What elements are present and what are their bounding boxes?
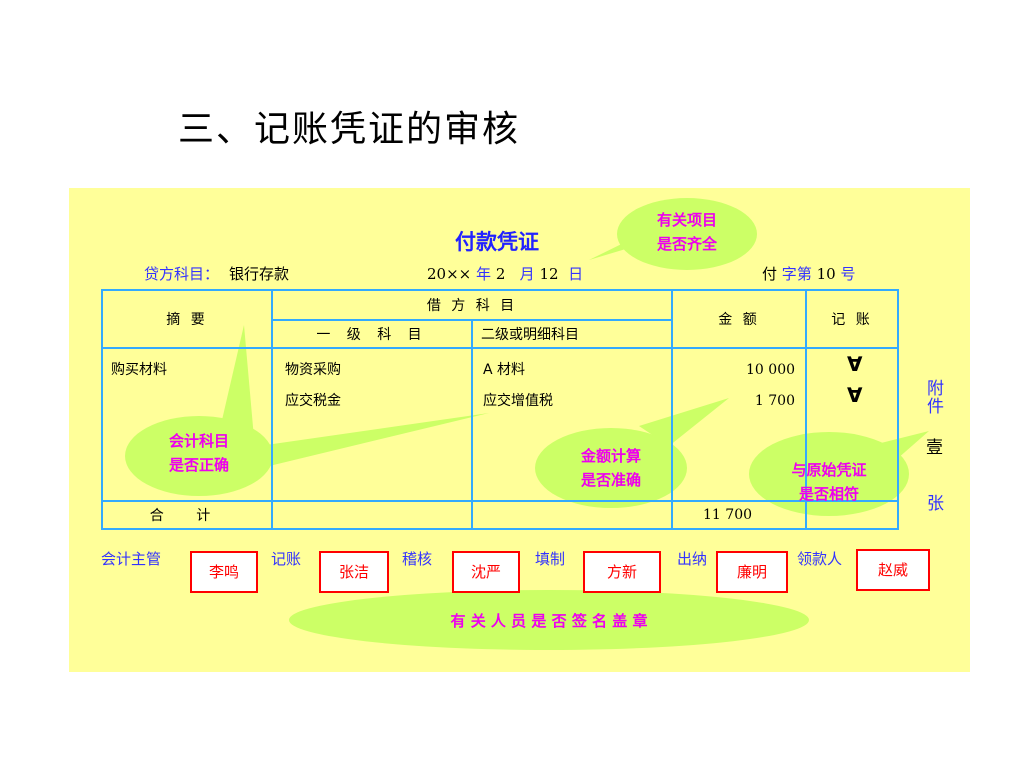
callout-signatures-bubble bbox=[289, 590, 809, 650]
row-2-amount: 1 700 bbox=[754, 393, 796, 409]
row-2-level1: 应交税金 bbox=[285, 393, 341, 409]
total-posting-empty bbox=[805, 500, 900, 530]
header-posting: 记 账 bbox=[805, 289, 900, 349]
callout-items-complete-line1: 有关项目 bbox=[656, 211, 717, 229]
total-level2-empty bbox=[470, 500, 674, 530]
total-level1-empty bbox=[271, 500, 473, 530]
number-type: 付 bbox=[762, 265, 778, 283]
amount-cell: 10 000 1 700 bbox=[671, 347, 808, 502]
callout-match-original-line1: 与原始凭证 bbox=[791, 461, 867, 479]
callout-match-original: 与原始凭证 是否相符 bbox=[769, 458, 889, 506]
signature-role-cashier: 出纳 bbox=[677, 550, 708, 568]
row-1-amount: 10 000 bbox=[746, 362, 796, 378]
attachment-fu: 附 bbox=[927, 379, 944, 399]
callout-accounts-correct-line2: 是否正确 bbox=[168, 456, 229, 474]
callout-signatures-check: 有 关 人 员 是 否 签 名 盖 章 bbox=[450, 612, 648, 630]
header-level1: 一 级 科 目 bbox=[271, 319, 473, 349]
callout-match-original-line2: 是否相符 bbox=[798, 485, 859, 503]
callout-amount-accurate-line1: 金额计算 bbox=[580, 447, 641, 465]
row-1-level1: 物资采购 bbox=[285, 362, 341, 378]
summary-text: 购买材料 bbox=[111, 362, 167, 378]
signature-name-payee: 赵威 bbox=[856, 549, 930, 591]
level1-cell: 物资采购 应交税金 bbox=[271, 347, 473, 502]
callout-items-complete: 有关项目 是否齐全 bbox=[637, 208, 737, 256]
summary-cell: 购买材料 bbox=[101, 347, 273, 502]
credit-account-label: 贷方科目： bbox=[144, 265, 220, 283]
date-day: 12 bbox=[539, 265, 559, 283]
attachment-zhang: 张 bbox=[927, 494, 944, 514]
voucher-date: 20×× 年 2 月 12 日 bbox=[427, 263, 583, 284]
date-month-suffix: 月 bbox=[519, 265, 535, 283]
date-year-suffix: 年 bbox=[476, 265, 492, 283]
attachment-count: 壹 bbox=[926, 438, 943, 458]
row-2-level2: 应交增值税 bbox=[483, 393, 553, 409]
voucher-title: 付款凭证 bbox=[455, 229, 539, 254]
level2-cell: A 材料 应交增值税 bbox=[470, 347, 674, 502]
number-zi: 字 bbox=[781, 265, 797, 283]
callout-accounts-correct: 会计科目 是否正确 bbox=[149, 429, 249, 477]
header-level2: 二级或明细科目 bbox=[470, 319, 674, 349]
signature-role-auditor: 稽核 bbox=[402, 550, 433, 568]
slide-title: 三、记账凭证的审核 bbox=[178, 109, 521, 150]
signature-role-bookkeeper: 记账 bbox=[271, 550, 302, 568]
credit-account-value: 银行存款 bbox=[229, 265, 290, 283]
signature-role-preparer: 填制 bbox=[535, 550, 566, 568]
header-summary: 摘 要 bbox=[101, 289, 273, 349]
row-2-check-mark: ∀ bbox=[847, 383, 863, 407]
number-di: 第 bbox=[796, 265, 812, 283]
callout-items-complete-line2: 是否齐全 bbox=[656, 235, 717, 253]
date-year: 20×× bbox=[427, 265, 472, 283]
number-hao: 号 bbox=[840, 265, 856, 283]
row-1-level2: A 材料 bbox=[483, 362, 526, 378]
header-amount: 金 额 bbox=[671, 289, 808, 349]
signature-name-bookkeeper: 张洁 bbox=[319, 551, 389, 593]
voucher-table: 摘 要 借 方 科 目 金 额 记 账 一 级 科 目 二级或明细科目 购买材料… bbox=[101, 289, 900, 530]
callout-accounts-correct-line1: 会计科目 bbox=[168, 432, 229, 450]
total-amount: 11 700 bbox=[671, 500, 808, 530]
total-label: 合 计 bbox=[101, 500, 273, 530]
header-debit-account: 借 方 科 目 bbox=[270, 289, 674, 321]
attachment-jian: 件 bbox=[927, 397, 944, 417]
callout-amount-accurate-line2: 是否准确 bbox=[580, 471, 641, 489]
signature-role-supervisor: 会计主管 bbox=[101, 550, 162, 568]
callout-amount-accurate: 金额计算 是否准确 bbox=[561, 444, 661, 492]
date-month: 2 bbox=[495, 265, 506, 283]
signature-name-preparer: 方新 bbox=[583, 551, 661, 593]
signature-role-payee: 领款人 bbox=[797, 550, 843, 568]
signature-name-supervisor: 李鸣 bbox=[190, 551, 258, 593]
signature-name-auditor: 沈严 bbox=[452, 551, 520, 593]
callout-items-complete-bubble bbox=[617, 198, 757, 270]
signature-name-cashier: 廉明 bbox=[716, 551, 788, 593]
posting-cell: ∀ ∀ bbox=[805, 347, 900, 502]
date-day-suffix: 日 bbox=[568, 265, 584, 283]
row-1-check-mark: ∀ bbox=[847, 352, 863, 376]
number-value: 10 bbox=[816, 265, 836, 283]
payment-voucher-panel: 付款凭证 贷方科目： 银行存款 20×× 年 2 月 12 日 付 字第 10 … bbox=[69, 188, 970, 672]
voucher-number: 付 字第 10 号 bbox=[762, 263, 856, 284]
